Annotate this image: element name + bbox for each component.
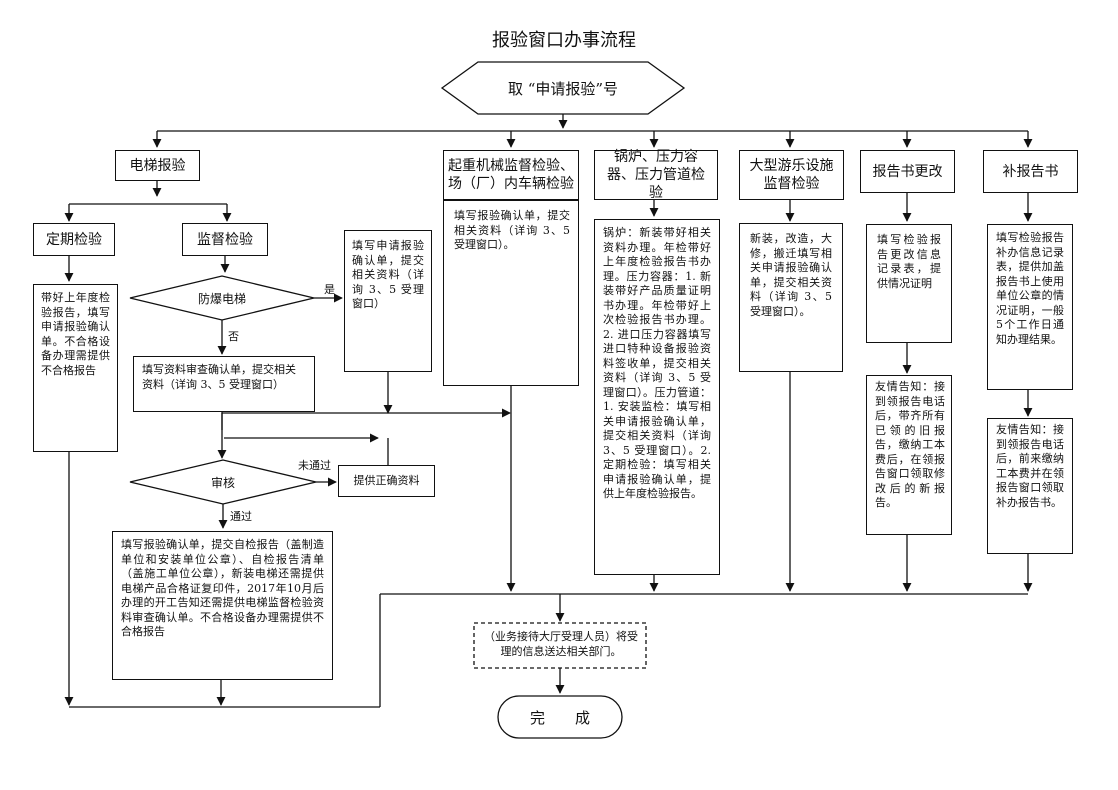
boiler-detail: 锅炉：新装带好相关资料办理。年检带好上年度检验报告书办理。压力容器：1. 新装带… [594,219,720,575]
passed-label: 通过 [230,510,252,523]
elevator-box: 电梯报验 [115,150,200,181]
reissue-notice: 友情告知：接到领报告电话后，前来缴纳工本费并在领报告窗口领取补办报告书。 [987,418,1073,554]
periodic-detail: 带好上年度检验报告，填写申请报验确认单。不合格设备办理需提供不合格报告 [33,284,118,452]
handover-text: （业务接待大厅受理人员）将受理的信息送达相关部门。 [484,630,638,658]
done-label: 完 成 [529,708,590,727]
boiler-box: 锅炉、压力容器、压力管道检验 [594,149,718,201]
not-passed-label: 未通过 [298,459,331,472]
explosion-yes-detail: 填写申请报验确认单，提交相关资料（详询 3、5 受理窗口） [344,230,432,372]
report-reissue-box: 补报告书 [983,150,1078,193]
supervision-box: 监督检验 [182,223,268,256]
amusement-detail: 新装，改造，大修，搬迁填写相关申请报验确认单，提交相关资料（详询 3、5 受理窗… [739,223,843,372]
periodic-box: 定期检验 [33,223,115,256]
report-change-detail: 填写检验报告更改信息记录表，提供情况证明 [866,224,952,343]
pass-detail: 填写报验确认单，提交自检报告（盖制造单位和安装单位公章）、自检报告清单（盖施工单… [112,531,333,680]
report-change-box: 报告书更改 [860,150,955,193]
review-label: 审核 [210,475,235,490]
start-label: 取 “申请报验”号 [507,79,619,98]
hoisting-detail: 填写报验确认单，提交相关资料（详询 3、5 受理窗口）。 [443,200,579,386]
done-oval [497,695,623,739]
amusement-box: 大型游乐设施监督检验 [739,150,844,200]
report-change-notice: 友情告知：接到领报告电话后，带齐所有已领的旧报告，缴纳工本费后，在领报告窗口领取… [866,375,952,535]
no-label: 否 [228,330,239,343]
explosion-proof-label: 防爆电梯 [197,291,246,306]
explosion-no-detail: 填写资料审查确认单，提交相关资料（详询 3、5 受理窗口） [133,356,315,412]
handover-box-border [473,622,647,669]
provide-correct-box: 提供正确资料 [338,465,435,497]
start-hexagon [440,61,686,115]
hoisting-box: 起重机械监督检验、场（厂）内车辆检验 [443,150,579,200]
reissue-detail: 填写检验报告补办信息记录表，提供加盖报告书上使用单位公章的情况证明，一般5个工作… [987,224,1073,390]
yes-label: 是 [324,283,335,296]
page-title: 报验窗口办事流程 [492,30,636,51]
